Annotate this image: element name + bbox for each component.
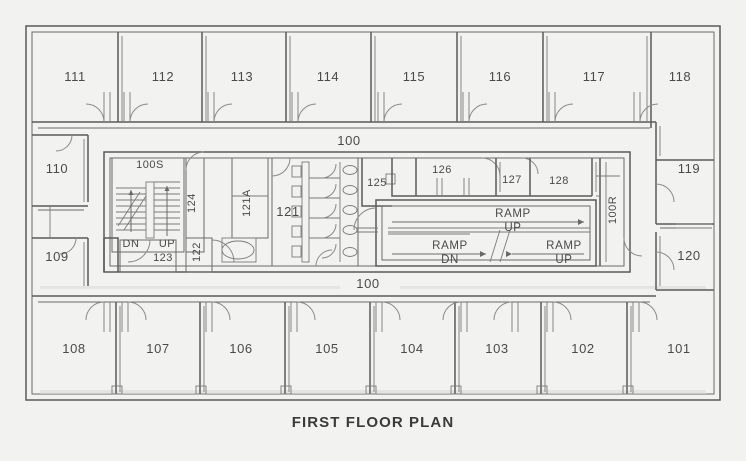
core-outline bbox=[103, 151, 631, 273]
room-label-113: 113 bbox=[231, 69, 254, 84]
room-label-100S: 100S bbox=[136, 159, 164, 171]
left-room-walls bbox=[32, 134, 89, 286]
corridor-label-bottom: 100 bbox=[356, 276, 380, 291]
top-room-walls bbox=[32, 32, 656, 129]
stair-100S bbox=[111, 157, 185, 253]
room-label-123: 123 bbox=[153, 252, 173, 264]
room-label-124: 124 bbox=[186, 193, 198, 213]
room-label-117: 117 bbox=[583, 69, 606, 84]
stair-down-label: DN bbox=[123, 238, 140, 250]
room-label-107: 107 bbox=[146, 341, 170, 356]
corridor-labels: 100 100 bbox=[337, 133, 380, 291]
ramp-area bbox=[353, 199, 597, 267]
room-label-126: 126 bbox=[432, 164, 452, 176]
room-label-103: 103 bbox=[485, 341, 509, 356]
room-label-121A: 121A bbox=[241, 189, 253, 217]
room-label-119: 119 bbox=[678, 161, 701, 176]
right-room-walls bbox=[655, 122, 714, 291]
room-label-122: 122 bbox=[191, 242, 203, 262]
room-label-105: 105 bbox=[315, 341, 339, 356]
ramp-lower-up-label: RAMP bbox=[546, 240, 582, 252]
wall-shadows bbox=[40, 286, 706, 394]
room-label-127: 127 bbox=[502, 174, 522, 186]
stair-up-label: UP bbox=[159, 238, 175, 250]
room-label-111: 111 bbox=[64, 69, 86, 84]
room-label-106: 106 bbox=[229, 341, 253, 356]
stair-labels: DN UP bbox=[123, 238, 175, 250]
room-label-101: 101 bbox=[667, 341, 691, 356]
corridor-label-top: 100 bbox=[337, 133, 361, 148]
core-small-rooms bbox=[119, 151, 269, 273]
room-label-121: 121 bbox=[276, 204, 300, 219]
room-label-108: 108 bbox=[62, 341, 86, 356]
top-room-doors bbox=[85, 92, 659, 123]
room-label-104: 104 bbox=[400, 341, 424, 356]
room-label-115: 115 bbox=[403, 69, 426, 84]
room-label-128: 128 bbox=[549, 175, 569, 187]
ramp-lower-dn-label: RAMP bbox=[432, 240, 468, 252]
room-label-114: 114 bbox=[317, 69, 340, 84]
ramp-upper-up-sub: UP bbox=[504, 222, 521, 234]
room-label-109: 109 bbox=[45, 249, 69, 264]
page-title: FIRST FLOOR PLAN bbox=[291, 414, 455, 431]
room-label-120: 120 bbox=[677, 248, 701, 263]
restroom-121 bbox=[271, 157, 359, 267]
bottom-room-walls bbox=[32, 295, 656, 395]
room-label-110: 110 bbox=[46, 161, 69, 176]
bottom-room-doors bbox=[85, 301, 658, 332]
core-north-rooms bbox=[361, 157, 643, 266]
ramp-upper-up-label: RAMP bbox=[495, 208, 531, 220]
room-label-118: 118 bbox=[669, 69, 692, 84]
room-label-125: 125 bbox=[367, 177, 387, 189]
room-label-102: 102 bbox=[571, 341, 595, 356]
room-labels: 111 112 113 114 115 116 117 118 108 107 … bbox=[45, 69, 701, 356]
ramp-labels: RAMP UP RAMP DN RAMP UP bbox=[432, 208, 582, 266]
room-label-116: 116 bbox=[489, 69, 512, 84]
ramp-lower-dn-sub: DN bbox=[441, 254, 459, 266]
room-label-100R: 100R bbox=[607, 196, 619, 224]
room-label-112: 112 bbox=[152, 69, 175, 84]
ramp-lower-up-sub: UP bbox=[555, 254, 572, 266]
